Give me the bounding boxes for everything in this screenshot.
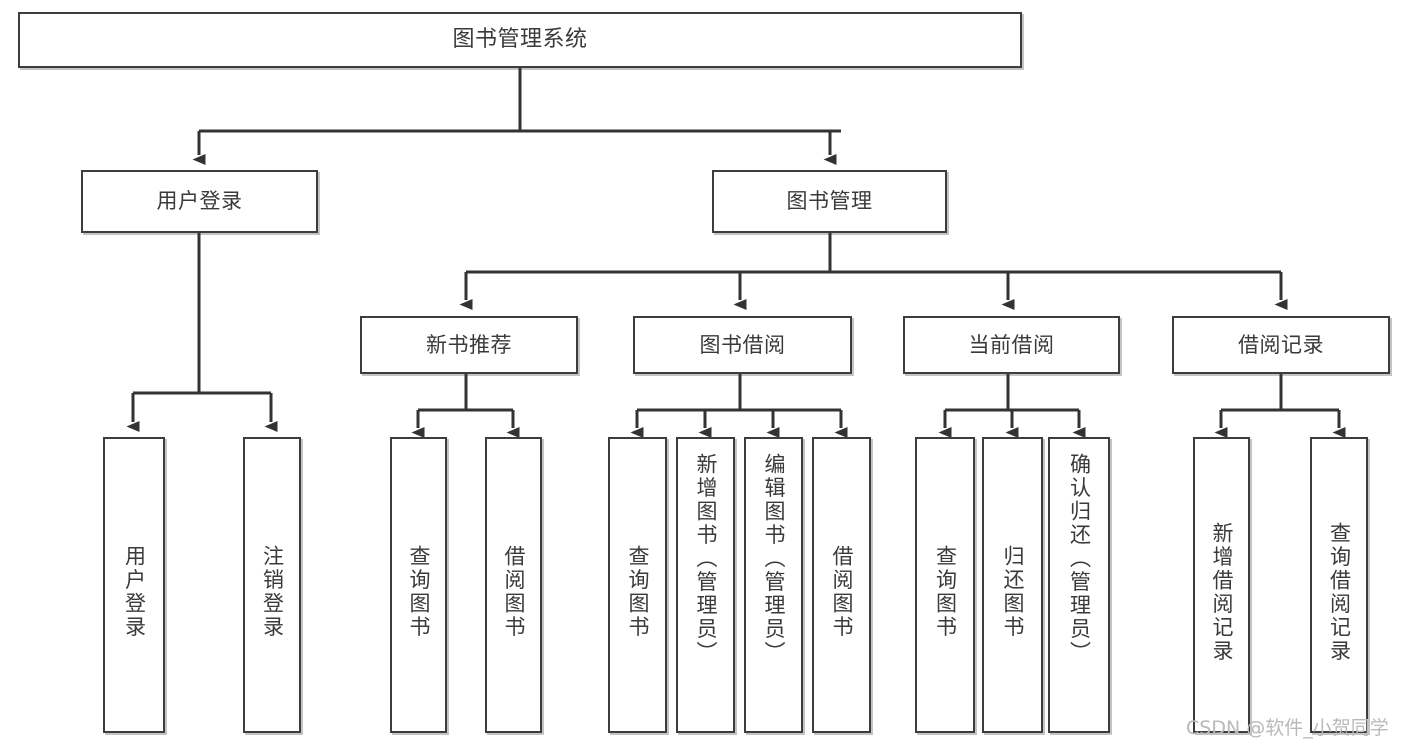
leaf-add-book-admin[interactable]: 新增图书（管理员） <box>676 437 735 733</box>
leaf-return-book-label: 归还图书 <box>1001 545 1025 639</box>
leaf-query-book-recommend[interactable]: 查询图书 <box>390 437 447 733</box>
node-borrow-record[interactable]: 借阅记录 <box>1172 316 1390 374</box>
leaf-add-borrow-record[interactable]: 新增借阅记录 <box>1193 437 1250 733</box>
node-book-management-label: 图书管理 <box>786 189 873 214</box>
leaf-confirm-return-admin-label: 确认归还（管理员） <box>1067 453 1092 665</box>
leaf-add-book-admin-label: 新增图书（管理员） <box>694 453 718 665</box>
leaf-user-login[interactable]: 用户登录 <box>103 437 165 733</box>
leaf-lend-book-label: 借阅图书 <box>830 545 854 639</box>
node-new-book-recommend-label: 新书推荐 <box>426 332 512 357</box>
node-borrow-record-label: 借阅记录 <box>1238 332 1324 357</box>
leaf-borrow-book-recommend[interactable]: 借阅图书 <box>485 437 542 733</box>
leaf-query-book-borrow[interactable]: 查询图书 <box>608 437 667 733</box>
leaf-query-book-borrow-label: 查询图书 <box>626 545 650 639</box>
node-new-book-recommend[interactable]: 新书推荐 <box>360 316 578 374</box>
node-book-borrow-label: 图书借阅 <box>699 332 786 357</box>
leaf-borrow-book-recommend-label: 借阅图书 <box>502 545 526 639</box>
node-current-borrow-label: 当前借阅 <box>968 332 1055 357</box>
leaf-user-login-label: 用户登录 <box>122 545 147 639</box>
leaf-query-borrow-record-label: 查询借阅记录 <box>1327 521 1352 663</box>
leaf-query-book-current[interactable]: 查询图书 <box>915 437 975 733</box>
leaf-edit-book-admin-label: 编辑图书（管理员） <box>762 453 786 665</box>
node-book-management[interactable]: 图书管理 <box>712 170 947 233</box>
node-current-borrow[interactable]: 当前借阅 <box>903 316 1120 374</box>
leaf-query-book-current-label: 查询图书 <box>933 545 958 639</box>
leaf-confirm-return-admin[interactable]: 确认归还（管理员） <box>1048 437 1110 733</box>
node-user-login-label: 用户登录 <box>156 189 243 214</box>
leaf-edit-book-admin[interactable]: 编辑图书（管理员） <box>744 437 803 733</box>
node-root-label: 图书管理系统 <box>452 26 588 52</box>
leaf-logout-label: 注销登录 <box>260 545 285 639</box>
leaf-return-book[interactable]: 归还图书 <box>982 437 1043 733</box>
csdn-watermark: CSDN @软件_小贺同学 <box>1186 717 1389 739</box>
node-root[interactable]: 图书管理系统 <box>18 12 1022 68</box>
leaf-query-borrow-record[interactable]: 查询借阅记录 <box>1310 437 1368 733</box>
leaf-logout[interactable]: 注销登录 <box>243 437 301 733</box>
leaf-query-book-recommend-label: 查询图书 <box>407 545 431 639</box>
node-book-borrow[interactable]: 图书借阅 <box>633 316 852 374</box>
leaf-lend-book[interactable]: 借阅图书 <box>812 437 871 733</box>
node-user-login[interactable]: 用户登录 <box>81 170 318 233</box>
leaf-add-borrow-record-label: 新增借阅记录 <box>1210 521 1234 663</box>
